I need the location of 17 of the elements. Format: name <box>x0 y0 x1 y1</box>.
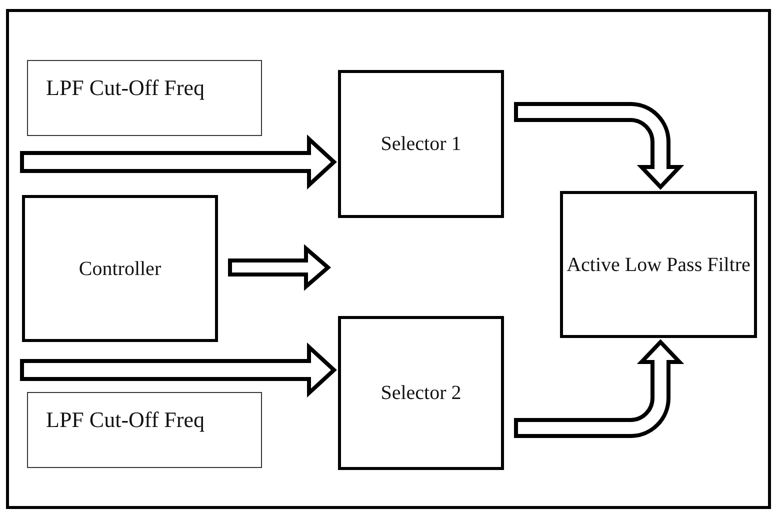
node-label: Selector 2 <box>380 381 462 405</box>
process-box <box>560 191 757 338</box>
node-label: Active Low Pass Filtre <box>566 252 750 276</box>
process-box <box>27 60 262 136</box>
process-box <box>338 70 504 218</box>
process-box <box>338 316 504 470</box>
process-box <box>22 195 218 342</box>
node-label: Selector 1 <box>380 132 462 156</box>
block-arrow <box>228 244 332 291</box>
block-arrow <box>514 102 682 189</box>
process-box <box>27 392 262 468</box>
node-label: LPF Cut-Off Freq <box>46 75 206 100</box>
node-label: LPF Cut-Off Freq <box>46 407 206 432</box>
block-arrow <box>514 340 682 438</box>
node-label: Controller <box>78 256 162 280</box>
block-arrow <box>20 134 337 190</box>
block-arrow <box>20 342 337 398</box>
